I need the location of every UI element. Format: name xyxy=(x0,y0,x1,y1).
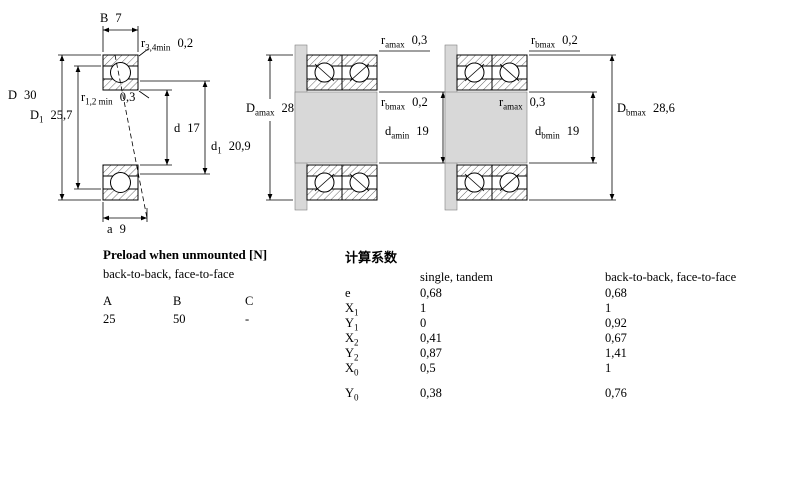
preload-title: Preload when unmounted [N] xyxy=(103,247,268,262)
preload-section: Preload when unmounted [N] back-to-back,… xyxy=(103,247,343,327)
single-bearing-drawing xyxy=(102,54,148,219)
factors-table: single, tandem back-to-back, face-to-fac… xyxy=(345,269,785,403)
factor-value: 0,68 xyxy=(605,286,627,300)
arrangement-back-to-back xyxy=(266,44,447,211)
preload-value-c: - xyxy=(245,312,250,326)
factor-value: 0,76 xyxy=(605,386,627,400)
preload-value-a: 25 xyxy=(103,312,116,326)
arrangement-face-to-face xyxy=(444,44,616,211)
drawing-linework xyxy=(58,26,616,222)
factors-corner-cell xyxy=(345,269,420,286)
factor-value: 1 xyxy=(605,361,612,375)
factor-symbol-X2: X2 xyxy=(345,331,359,348)
factor-value: 1 xyxy=(605,301,612,315)
factor-value: 0 xyxy=(420,316,427,330)
preload-header-b: B xyxy=(173,294,182,308)
contact-angle-line xyxy=(114,54,148,219)
factor-value: 1 xyxy=(420,301,427,315)
factors-title: 计算系数 xyxy=(345,250,398,265)
factor-value: 0,68 xyxy=(420,286,442,300)
preload-header-c: C xyxy=(245,294,254,308)
calculation-factors-section: 计算系数 single, tandem back-to-back, face-t… xyxy=(345,247,785,403)
factor-value: 0,41 xyxy=(420,331,442,345)
factor-symbol-Y0: Y0 xyxy=(345,386,359,403)
factor-symbol-Y2: Y2 xyxy=(345,346,359,363)
factor-symbol-e: e xyxy=(345,286,351,300)
factor-value: 0,87 xyxy=(420,346,442,360)
preload-subtitle: back-to-back, face-to-face xyxy=(103,267,235,281)
preload-table: A B C 25 50 - xyxy=(103,294,343,327)
factor-symbol-X0: X0 xyxy=(345,361,359,378)
factor-value: 0,5 xyxy=(420,361,436,375)
factor-value: 0,92 xyxy=(605,316,627,330)
preload-header-a: A xyxy=(103,294,113,308)
factors-col-header-single-tandem: single, tandem xyxy=(420,270,493,284)
factor-symbol-X1: X1 xyxy=(345,301,359,318)
factors-row-spacer xyxy=(345,376,785,386)
factors-col-header-back-to-back: back-to-back, face-to-face xyxy=(605,270,737,284)
factor-value: 0,38 xyxy=(420,386,442,400)
single-bearing-dimension-lines xyxy=(58,26,210,222)
preload-value-b: 50 xyxy=(173,312,186,326)
factor-symbol-Y1: Y1 xyxy=(345,316,359,333)
factor-value: 1,41 xyxy=(605,346,627,360)
factor-value: 0,67 xyxy=(605,331,627,345)
